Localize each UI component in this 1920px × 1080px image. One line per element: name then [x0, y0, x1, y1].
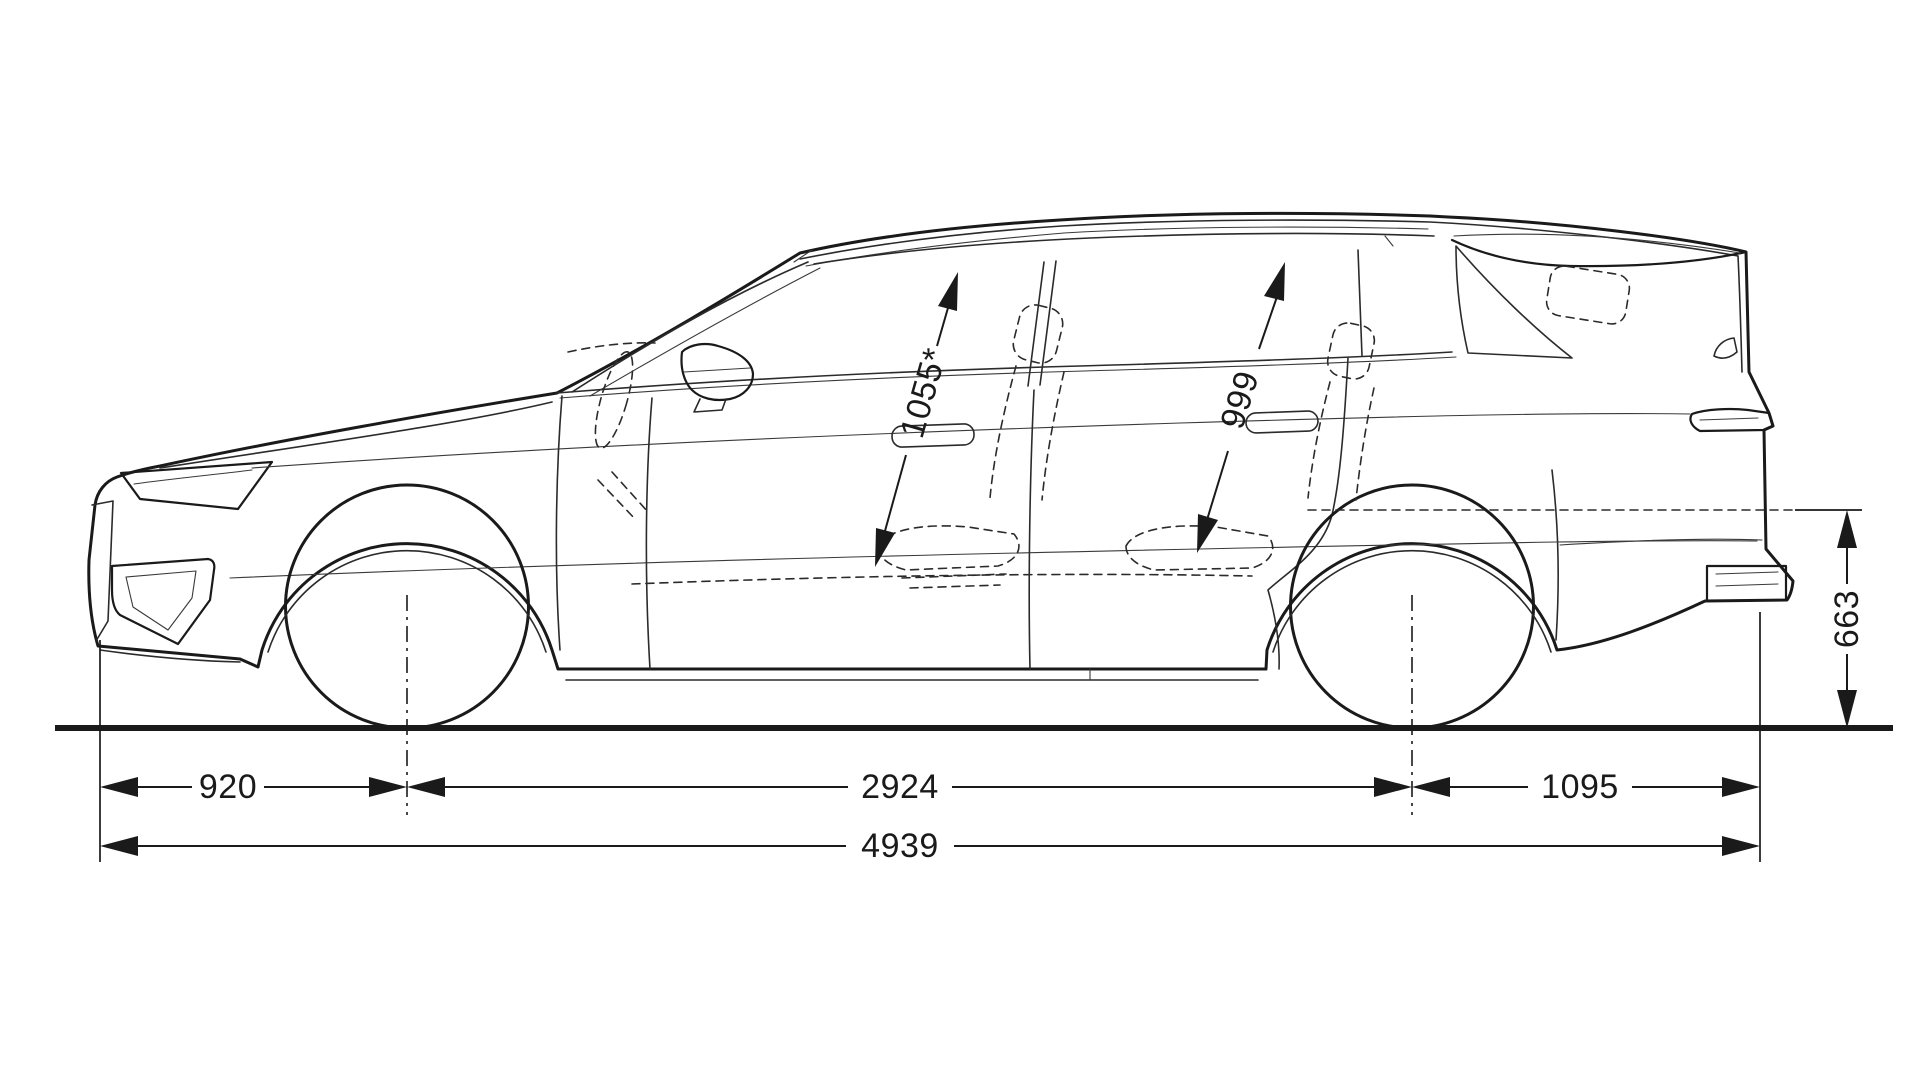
- front-headrest: [1012, 304, 1064, 364]
- dimension-annotations: 920 2924 1095 4939 663: [99, 262, 1866, 865]
- c-pillar-window-divider: [1357, 249, 1363, 357]
- arrow-left-icon: [100, 777, 138, 797]
- dashboard-line: [567, 342, 656, 353]
- arrow-right-icon: [1722, 836, 1760, 856]
- b-pillar-front-edge: [1027, 261, 1045, 387]
- headlight: [119, 460, 274, 511]
- arrow-left-icon: [407, 777, 445, 797]
- rear-door-handle: [1245, 410, 1319, 434]
- rear-diffuser-slats: [1715, 571, 1779, 587]
- rear-overhang-label: 1095: [1541, 768, 1619, 806]
- arrow-down-icon: [1837, 690, 1857, 728]
- arrow-up-icon: [938, 272, 958, 311]
- beltline: [556, 351, 1453, 394]
- rear-diffuser: [1705, 564, 1788, 602]
- sill-height-label: 663: [1828, 590, 1866, 648]
- arrow-left-icon: [100, 836, 138, 856]
- roof-rail-foot-rear: [1384, 235, 1394, 247]
- arrow-left-icon: [1412, 777, 1450, 797]
- overall-length-label: 4939: [861, 827, 939, 865]
- front-seat-cushion: [877, 525, 1020, 571]
- quarter-window: [1455, 245, 1573, 359]
- spoiler-underside: [1450, 238, 1748, 268]
- dim-wheelbase: 2924: [407, 768, 1412, 806]
- arrow-up-icon: [1264, 262, 1285, 301]
- front-grille: [91, 500, 114, 642]
- spoiler-inner-line: [1453, 233, 1741, 254]
- interior-dashed: [567, 265, 1796, 589]
- side-mirror: [680, 342, 755, 402]
- dim-overall-length: 4939: [100, 827, 1760, 865]
- roof-inner-line: [799, 219, 1739, 260]
- pedals: [597, 471, 649, 521]
- headlight-inner-line: [133, 469, 253, 485]
- hood-seam: [159, 401, 553, 469]
- roof-rail-foot-front: [793, 249, 813, 263]
- front-air-intake: [110, 557, 216, 646]
- dim-rear-overhang: 1095: [1412, 768, 1760, 806]
- front-air-intake-inner: [125, 570, 197, 631]
- rear-seat-cushion: [1125, 525, 1274, 571]
- rear-bumper-seam: [1551, 469, 1559, 641]
- tail-light: [1689, 407, 1775, 433]
- front-overhang-label: 920: [199, 768, 257, 806]
- a-pillar-inner-line: [571, 261, 809, 393]
- front-door-handle: [891, 423, 975, 448]
- car-body: [87, 211, 1795, 681]
- windshield-glass-line: [589, 267, 821, 397]
- b-pillar-door-seam: [1028, 389, 1035, 670]
- b-pillar-rear-edge: [1039, 260, 1057, 386]
- fender-door-seam: [555, 395, 563, 651]
- arrow-right-icon: [1374, 777, 1412, 797]
- arrow-down-icon: [1197, 514, 1218, 553]
- roof-rail-line: [805, 226, 1429, 267]
- rear-door-seam: [1267, 357, 1349, 670]
- antenna-fin: [1713, 337, 1738, 359]
- window-top-line: [813, 232, 1435, 265]
- cargo-area-item: [1545, 265, 1631, 325]
- dim-front-overhang: 920: [100, 768, 407, 806]
- side-mirror-stalk: [693, 398, 727, 413]
- wheelbase-label: 2924: [861, 768, 939, 806]
- shoulder-line: [251, 413, 1691, 469]
- arrow-down-icon: [875, 528, 895, 567]
- rear-seat-backrest: [1307, 381, 1375, 501]
- front-seat-backrest: [989, 365, 1065, 501]
- dim-rear-headroom: 999: [1197, 262, 1285, 553]
- front-wheel-arch-inner: [267, 549, 547, 653]
- wheels: [267, 483, 1552, 815]
- car-silhouette: [87, 211, 1795, 671]
- tail-light-inner-line: [1699, 417, 1759, 421]
- dim-front-headroom: 1055*: [875, 272, 958, 567]
- front-splitter-line: [99, 649, 241, 663]
- rear-headroom-label: 999: [1213, 367, 1266, 434]
- dim-sill-height: 663: [1828, 510, 1866, 728]
- steering-wheel: [594, 351, 634, 449]
- cabin-floor-line: [631, 573, 1253, 585]
- front-headroom-label: 1055*: [893, 344, 955, 442]
- side-mirror-inner-line: [683, 367, 751, 373]
- arrow-right-icon: [369, 777, 407, 797]
- lower-crease-line: [229, 540, 1758, 579]
- rear-headrest: [1326, 322, 1376, 380]
- front-door-seam: [645, 397, 653, 670]
- tailgate-inner-line: [1737, 255, 1743, 373]
- arrow-up-icon: [1837, 510, 1857, 548]
- arrow-right-icon: [1722, 777, 1760, 797]
- rear-wheel-arch-inner: [1272, 549, 1552, 653]
- beltline-trim: [559, 356, 1457, 399]
- rear-bumper-crease: [1559, 538, 1763, 546]
